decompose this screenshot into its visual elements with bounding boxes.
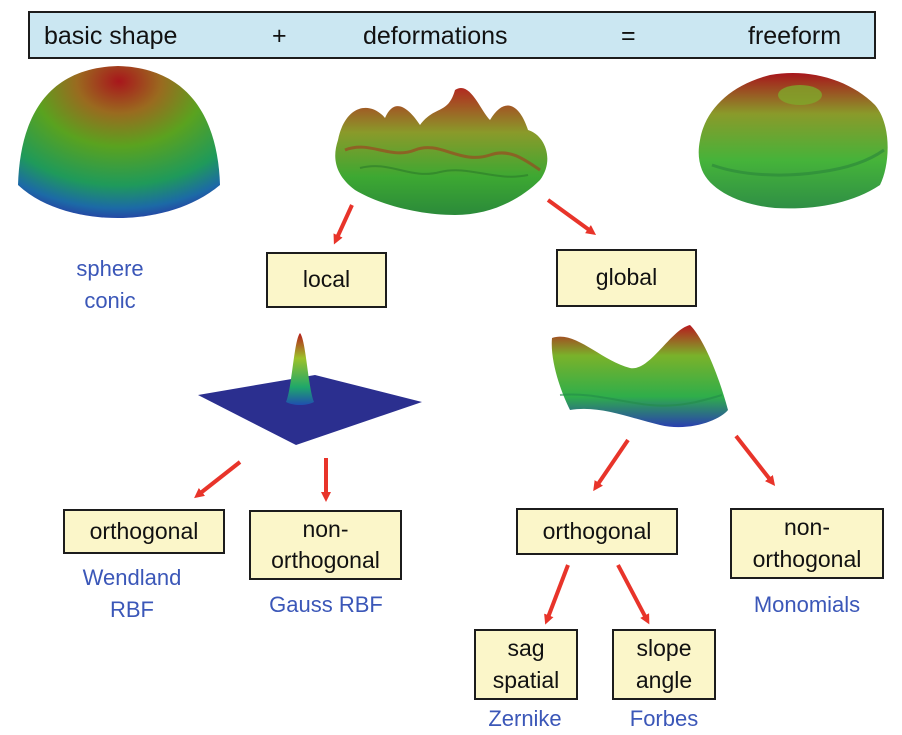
- gauss-rbf-label: Gauss RBF: [269, 592, 383, 617]
- global-non-orthogonal-box: non- orthogonal: [730, 508, 884, 579]
- arrow-to-global-non-orthogonal: [734, 434, 776, 486]
- global-box: global: [556, 249, 697, 307]
- local-box: local: [266, 252, 387, 308]
- local-non-orthogonal-box: non- orthogonal: [249, 510, 402, 580]
- local-orthogonal-box: orthogonal: [63, 509, 225, 554]
- arrow-to-local-orthogonal: [194, 460, 242, 499]
- arrow-to-slope-angle: [616, 564, 650, 625]
- deformations-label: deformations: [363, 22, 508, 50]
- sphere-conic-label: sphere conic: [76, 256, 144, 313]
- plus-sign: +: [272, 22, 287, 50]
- dome-surface-icon: [18, 66, 220, 218]
- gauss-peak-icon: [286, 333, 314, 405]
- equation-header-bar: basic shape + deformations = freeform: [28, 11, 876, 59]
- freeform-label: freeform: [748, 22, 842, 50]
- wendland-rbf-label: Wendland RBF: [82, 565, 182, 622]
- sag-spatial-box: sag spatial: [474, 629, 578, 700]
- slope-angle-box: slope angle: [612, 629, 716, 700]
- arrow-to-global: [546, 198, 597, 235]
- equals-sign: =: [621, 22, 636, 50]
- saddle-surface-icon: [551, 325, 728, 428]
- zernike-label: Zernike: [488, 706, 562, 731]
- arrow-to-global-orthogonal: [593, 438, 630, 492]
- freeform-surface-icon: [698, 73, 888, 209]
- monomials-label: Monomials: [753, 592, 861, 617]
- arrow-to-local: [333, 204, 354, 245]
- global-orthogonal-box: orthogonal: [516, 508, 678, 555]
- basic-shape-label: basic shape: [44, 22, 178, 50]
- arrow-to-sag-spatial: [544, 564, 570, 625]
- gauss-plane-icon: [198, 375, 422, 445]
- deformation-surface-icon: [335, 87, 548, 215]
- forbes-label: Forbes: [629, 706, 699, 731]
